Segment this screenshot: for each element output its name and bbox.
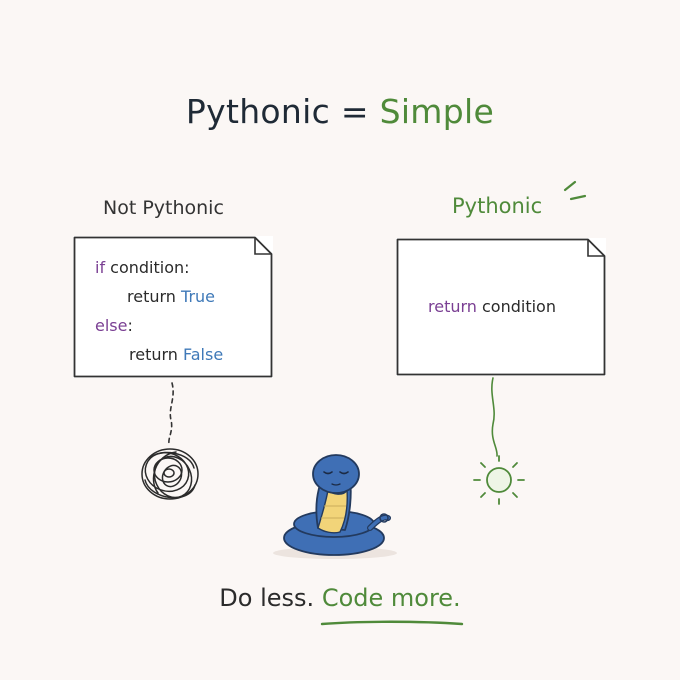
title-equals: = [340,92,369,131]
label-not-pythonic: Not Pythonic [103,197,224,219]
title-part-pythonic: Pythonic [185,92,331,131]
code-card-pythonic: return condition [396,238,606,376]
code-line-if: if condition: [95,258,190,277]
code-line-else: else: [95,316,133,335]
footer-code-more: Code more. [321,584,461,612]
sun-icon [473,455,525,505]
card-frame [73,236,273,378]
code-card-not-pythonic: if condition: return True else: return F… [73,236,273,378]
title-part-simple: Simple [379,92,495,131]
code-line-return-false: return False [129,345,224,364]
footer-underline [320,620,464,626]
footer-do-less: Do less. [219,584,315,612]
code-line-return-condition: return condition [428,297,556,316]
tangle-icon [141,448,199,500]
footer-tagline: Do less. Code more. [0,584,680,612]
dashed-connector [168,382,174,447]
card-frame [396,238,606,376]
meditating-snake-icon [273,454,397,559]
code-line-return-true: return True [127,287,215,306]
sun-connector [491,377,498,457]
label-pythonic: Pythonic [452,194,543,218]
page-title: Pythonic = Simple [0,92,680,131]
sparkle-icon [563,180,587,201]
